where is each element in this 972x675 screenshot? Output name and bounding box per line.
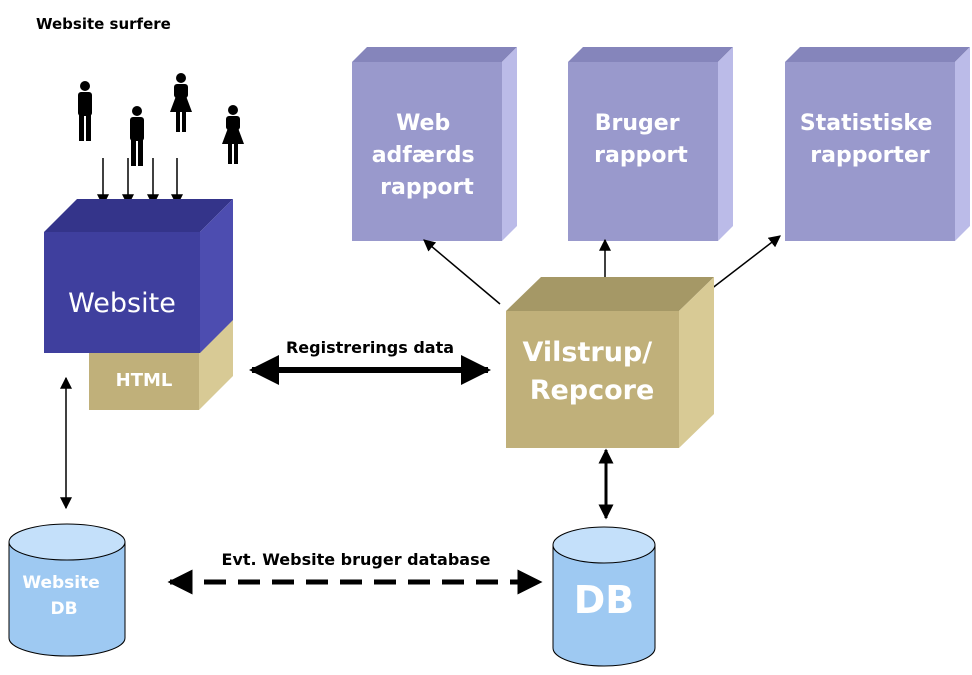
report-box-web-behaviour: Web adfærds rapport: [352, 47, 517, 241]
surfers-title: Website surfere: [36, 15, 171, 33]
optional-db-arrow: Evt. Website bruger database: [167, 550, 543, 595]
person-icon-2: [130, 106, 144, 166]
person-icon-4: [222, 105, 244, 164]
registration-label: Registrerings data: [286, 338, 454, 357]
core-label: Vilstrup/ Repcore: [522, 337, 661, 406]
db-label: DB: [574, 578, 635, 622]
website-db-cylinder: Website DB: [8, 523, 126, 657]
optional-db-label: Evt. Website bruger database: [222, 550, 491, 569]
person-icon-1: [78, 81, 92, 141]
report-label-web-behaviour: Web adfærds rapport: [372, 111, 483, 200]
report-box-user: Bruger rapport: [568, 47, 733, 241]
surfer-arrows: [97, 158, 183, 207]
website-cube: Website: [44, 199, 233, 353]
core-cube: Vilstrup/ Repcore: [506, 277, 714, 448]
report-box-statistics: Statistiske rapporter: [785, 47, 970, 241]
website-label: Website: [68, 288, 176, 319]
person-icon-3: [170, 73, 192, 132]
report-label-user: Bruger rapport: [594, 111, 688, 168]
db-cylinder: DB: [552, 526, 656, 667]
html-label: HTML: [116, 370, 173, 391]
website-db-label: Website DB: [22, 573, 105, 619]
report-label-statistics: Statistiske rapporter: [800, 111, 940, 168]
registration-arrow: Registrerings data: [249, 338, 491, 385]
